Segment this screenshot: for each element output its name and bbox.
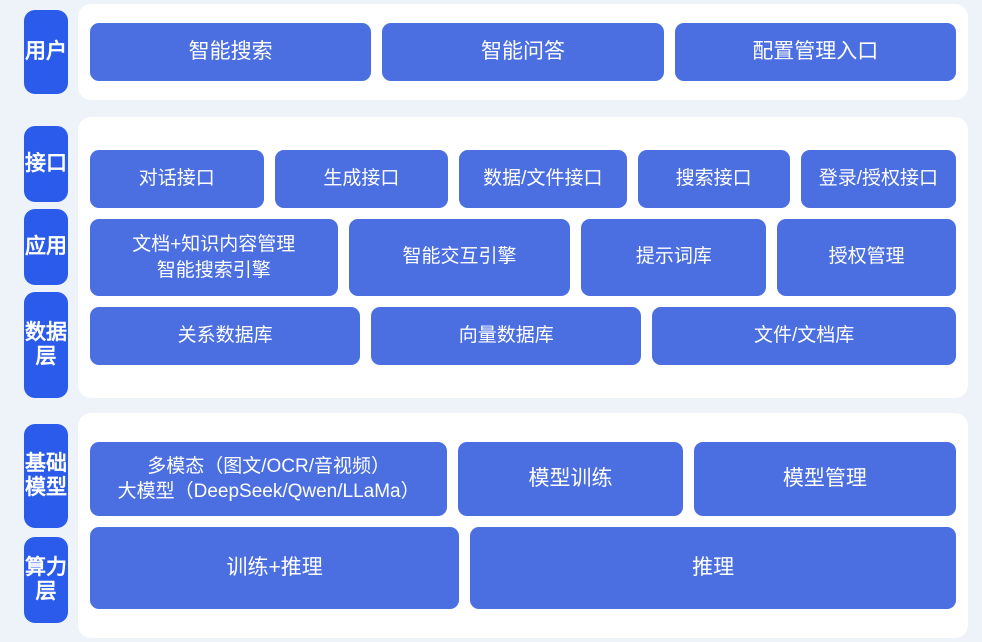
box-model-management[interactable]: 模型管理 bbox=[693, 442, 956, 516]
box-smart-interaction-engine[interactable]: 智能交互引擎 bbox=[348, 219, 571, 296]
rail-tab-data-layer[interactable]: 数据层 bbox=[24, 291, 68, 398]
box-training-and-inference[interactable]: 训练+推理 bbox=[90, 527, 460, 609]
box-smart-qa[interactable]: 智能问答 bbox=[382, 23, 664, 81]
card-base: 多模态（图文/OCR/音视频） 大模型（DeepSeek/Qwen/LLaMa）… bbox=[78, 413, 968, 638]
rail-tab-compute-layer[interactable]: 算力层 bbox=[24, 537, 68, 623]
rail-tab-users[interactable]: 用户 bbox=[24, 10, 68, 94]
row-data-stores: 关系数据库 向量数据库 文件/文档库 bbox=[90, 307, 956, 365]
row-foundation-models: 多模态（图文/OCR/音视频） 大模型（DeepSeek/Qwen/LLaMa）… bbox=[90, 442, 956, 516]
box-multimodal-large-model[interactable]: 多模态（图文/OCR/音视频） 大模型（DeepSeek/Qwen/LLaMa） bbox=[90, 442, 448, 516]
box-smart-search[interactable]: 智能搜索 bbox=[90, 23, 372, 81]
box-dialog-interface[interactable]: 对话接口 bbox=[90, 150, 264, 208]
box-login-auth-interface[interactable]: 登录/授权接口 bbox=[800, 150, 956, 208]
card-users: 智能搜索 智能问答 配置管理入口 bbox=[78, 4, 968, 100]
box-search-interface[interactable]: 搜索接口 bbox=[637, 150, 790, 208]
row-compute: 训练+推理 推理 bbox=[90, 527, 956, 609]
rail-base: 基础模型 算力层 bbox=[0, 413, 78, 638]
row-applications: 文档+知识内容管理 智能搜索引擎 智能交互引擎 提示词库 授权管理 bbox=[90, 219, 956, 296]
box-model-training[interactable]: 模型训练 bbox=[458, 442, 683, 516]
box-generation-interface[interactable]: 生成接口 bbox=[274, 150, 449, 208]
section-base: 基础模型 算力层 多模态（图文/OCR/音视频） 大模型（DeepSeek/Qw… bbox=[0, 413, 982, 638]
row-interfaces: 对话接口 生成接口 数据/文件接口 搜索接口 登录/授权接口 bbox=[90, 150, 956, 208]
card-middle: 对话接口 生成接口 数据/文件接口 搜索接口 登录/授权接口 文档+知识内容管理… bbox=[78, 117, 968, 398]
box-authorization-management[interactable]: 授权管理 bbox=[777, 219, 956, 296]
box-data-file-interface[interactable]: 数据/文件接口 bbox=[459, 150, 627, 208]
box-config-management-entry[interactable]: 配置管理入口 bbox=[674, 23, 956, 81]
rail-users: 用户 bbox=[0, 4, 78, 100]
rail-tab-foundation-model[interactable]: 基础模型 bbox=[24, 424, 68, 528]
box-file-document-store[interactable]: 文件/文档库 bbox=[652, 307, 956, 365]
section-middle: 接口 应用 数据层 对话接口 生成接口 数据/文件接口 搜索接口 登录/授权接口… bbox=[0, 117, 982, 398]
box-vector-database[interactable]: 向量数据库 bbox=[371, 307, 642, 365]
box-relational-database[interactable]: 关系数据库 bbox=[90, 307, 361, 365]
box-doc-knowledge-management[interactable]: 文档+知识内容管理 智能搜索引擎 bbox=[90, 219, 338, 296]
rail-tab-application[interactable]: 应用 bbox=[24, 208, 68, 285]
box-prompt-library[interactable]: 提示词库 bbox=[581, 219, 767, 296]
box-inference[interactable]: 推理 bbox=[470, 527, 956, 609]
rail-middle: 接口 应用 数据层 bbox=[0, 117, 78, 398]
rail-tab-interface[interactable]: 接口 bbox=[24, 126, 68, 202]
row-user-entries: 智能搜索 智能问答 配置管理入口 bbox=[90, 23, 956, 81]
section-users: 用户 智能搜索 智能问答 配置管理入口 bbox=[0, 4, 982, 100]
